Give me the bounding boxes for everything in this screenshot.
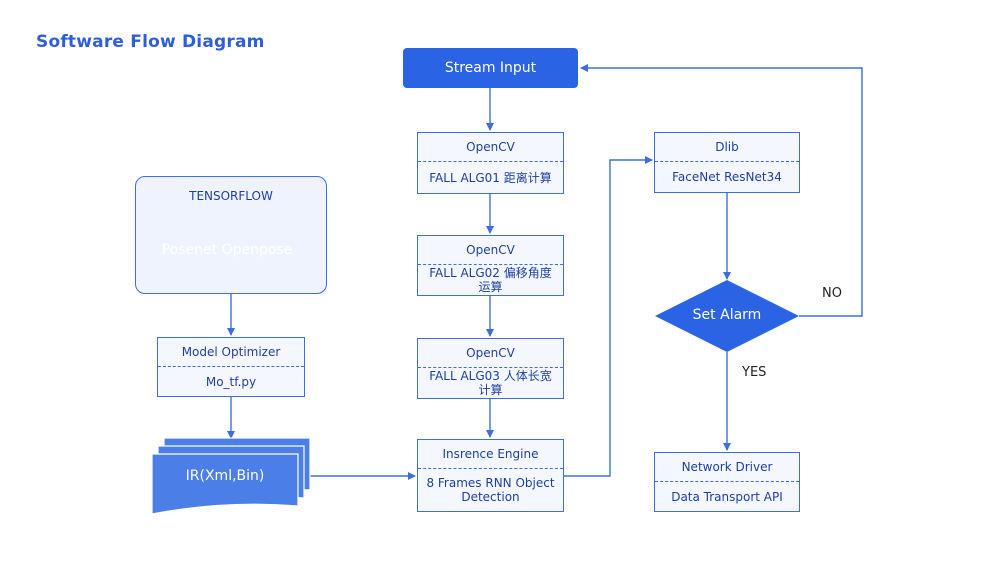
opencv-1-title: OpenCV <box>466 140 515 154</box>
data-transport-api: Data Transport API <box>671 489 783 504</box>
opencv-node-2: OpenCV FALL ALG02 偏移角度运算 <box>417 235 564 296</box>
network-driver-title: Network Driver <box>681 460 773 474</box>
model-optimizer-script: Mo_tf.py <box>205 374 257 389</box>
ir-label: IR(Xml,Bin) <box>185 468 265 484</box>
no-edge-label: NO <box>822 286 842 301</box>
divider <box>418 264 563 265</box>
dlib-model: FaceNet ResNet34 <box>672 170 782 184</box>
model-optimizer-node: Model Optimizer Mo_tf.py <box>157 337 305 397</box>
opencv-node-3: OpenCV FALL ALG03 人体长宽计算 <box>417 338 564 399</box>
divider <box>418 367 563 368</box>
tensorflow-label: TENSORFLOW <box>189 189 273 203</box>
diagram-title: Software Flow Diagram <box>36 32 265 52</box>
arrow-inference-to-dlib <box>564 156 653 477</box>
opencv-3-title: OpenCV <box>466 346 515 360</box>
set-alarm-diamond <box>655 280 799 352</box>
model-optimizer-title: Model Optimizer <box>181 345 281 359</box>
inference-engine-detail: 8 Frames RNN Object Detection <box>426 476 555 504</box>
inference-engine-title: Insrence Engine <box>442 447 539 461</box>
divider <box>158 366 304 367</box>
opencv-1-algorithm: FALL ALG01 距离计算 <box>429 170 552 185</box>
divider <box>418 468 563 469</box>
tensorflow-group: TENSORFLOW <box>135 176 327 294</box>
divider <box>655 161 799 162</box>
stream-input-node: Stream Input <box>403 48 578 88</box>
yes-edge-label: YES <box>742 365 767 380</box>
opencv-3-algorithm: FALL ALG03 人体长宽计算 <box>429 369 552 397</box>
set-alarm-label: Set Alarm <box>692 307 762 323</box>
posenet-label: Posenet Openpose <box>161 242 293 258</box>
arrow-alarm-no-to-stream <box>580 64 863 317</box>
divider <box>418 161 563 162</box>
inference-engine-node: Insrence Engine 8 Frames RNN Object Dete… <box>417 439 564 512</box>
dlib-title: Dlib <box>715 140 739 154</box>
ir-stack <box>151 437 311 515</box>
opencv-2-algorithm: FALL ALG02 偏移角度运算 <box>429 266 552 294</box>
opencv-node-1: OpenCV FALL ALG01 距离计算 <box>417 132 564 194</box>
divider <box>655 481 799 482</box>
dlib-node: Dlib FaceNet ResNet34 <box>654 132 800 193</box>
network-driver-node: Network Driver Data Transport API <box>654 452 800 512</box>
opencv-2-title: OpenCV <box>466 243 515 257</box>
